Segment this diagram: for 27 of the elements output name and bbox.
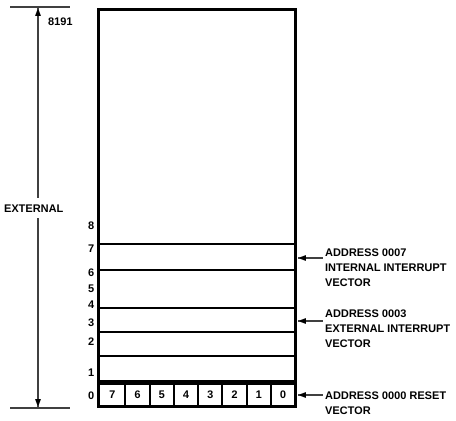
bit-number: 0	[270, 382, 294, 405]
address-label: 7	[88, 243, 94, 255]
bit-number: 7	[100, 382, 124, 405]
byte-row	[100, 382, 294, 408]
address-label: 8191	[48, 16, 72, 28]
address-label: 6	[88, 267, 94, 279]
address-note: ADDRESS 0003 EXTERNAL INTERRUPT VECTOR	[325, 307, 453, 352]
memory-map-block	[97, 8, 297, 408]
bit-number: 6	[124, 382, 148, 405]
bit-number: 4	[172, 382, 197, 405]
address-label: 8	[88, 220, 94, 232]
leader-arrow	[298, 392, 323, 398]
address-label: 4	[88, 299, 94, 311]
range-label: EXTERNAL	[4, 203, 64, 215]
address-label: 0	[88, 390, 94, 402]
address-note: ADDRESS 0000 RESET VECTOR	[325, 389, 453, 419]
leader-arrow	[298, 318, 323, 324]
bit-number: 2	[221, 382, 246, 405]
bit-number: 5	[148, 382, 173, 405]
address-label: 3	[88, 317, 94, 329]
address-note: ADDRESS 0007 INTERNAL INTERRUPT VECTOR	[325, 246, 453, 291]
address-label: 1	[88, 367, 94, 379]
bit-number: 1	[246, 382, 270, 405]
address-label: 2	[88, 336, 94, 348]
bit-number: 3	[197, 382, 222, 405]
address-label: 5	[88, 283, 94, 295]
leader-arrow	[298, 255, 323, 261]
